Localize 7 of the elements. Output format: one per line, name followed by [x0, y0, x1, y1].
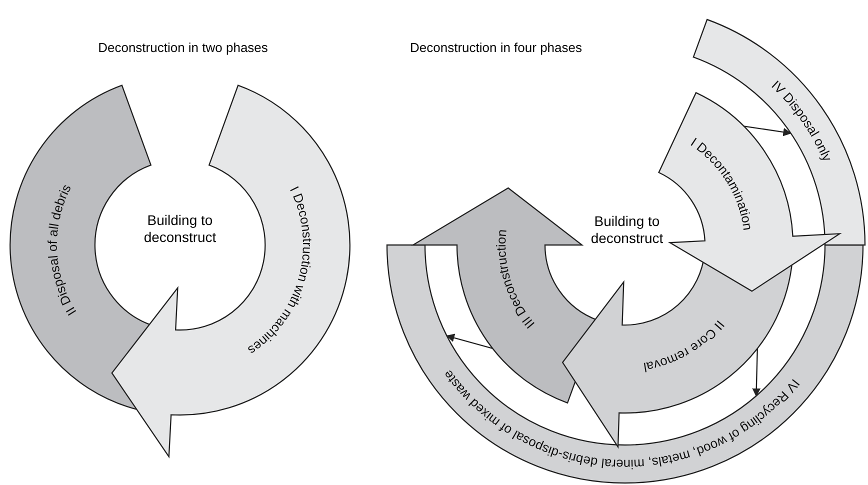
- diagram-heading: Deconstruction in two phases: [97, 39, 269, 57]
- center-label: Building to deconstruct: [590, 213, 664, 247]
- center-label: Building to deconstruct: [142, 212, 218, 246]
- diagram-heading: Deconstruction in four phases: [410, 39, 583, 57]
- arrow: [752, 348, 761, 397]
- arrow: [446, 334, 493, 349]
- arrow: [744, 126, 792, 136]
